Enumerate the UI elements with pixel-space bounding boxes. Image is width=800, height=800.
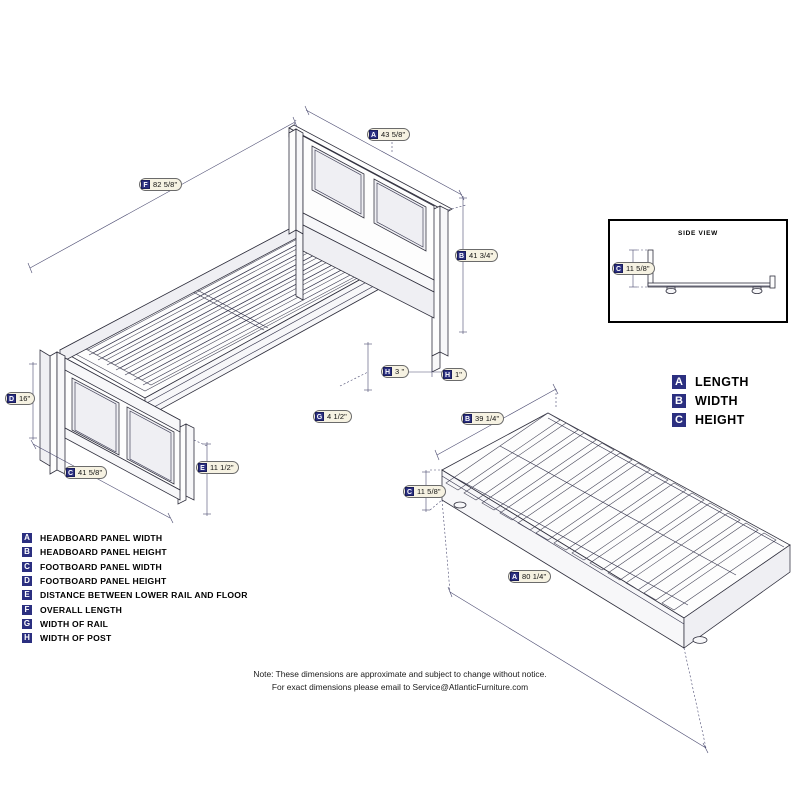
trundle-key-badge-a: A [672,374,686,389]
headboard [288,124,453,357]
footer-note-line1: Note: These dimensions are approximate a… [253,669,547,679]
legend-label-d: FOOTBOARD PANEL HEIGHT [40,576,167,587]
footer-note-line2: For exact dimensions please email to Ser… [271,681,529,692]
trundle-key-label-b: WIDTH [695,393,738,408]
legend-label-c: FOOTBOARD PANEL WIDTH [40,561,162,572]
trundle-key-badge-b: B [672,393,686,408]
side-view-title: SIDE VIEW [678,230,718,237]
legend-item-e: E DISTANCE BETWEEN LOWER RAIL AND FLOOR [22,588,248,602]
trundle-key-label-c: HEIGHT [695,412,745,427]
legend-label-b: HEADBOARD PANEL HEIGHT [40,547,167,558]
legend-badge-e: E [22,590,32,601]
dimension-value-c: 41 5/8" [78,468,103,477]
dimension-value-b: 41 3/4" [469,251,494,260]
trundle-caster [453,501,708,644]
legend-label-h: WIDTH OF POST [40,633,112,644]
legend-item-c: C FOOTBOARD PANEL WIDTH [22,560,248,574]
dimension-c-footboard-width: C 41 5/8" [64,466,108,479]
dimension-badge-a: A [369,130,378,139]
legend-label-e: DISTANCE BETWEEN LOWER RAIL AND FLOOR [40,590,248,601]
dimension-value-f: 82 5/8" [153,180,178,189]
dimension-badge-c-trundle: C [405,487,414,496]
legend-badge-h: H [22,633,32,644]
legend-badge-g: G [22,618,32,629]
dimension-badge-c-side: C [614,264,623,273]
dimension-a-trundle-length: A 80 1/4" [508,570,552,583]
caster-wheel [665,286,677,295]
dimension-lines-trundle [422,383,709,754]
legend-badge-a: A [22,533,32,544]
dimension-value-g: 4 1/2" [327,412,347,421]
trundle-key-item-b: B WIDTH [672,391,749,410]
dimension-d-footboard-height: D 16" [5,392,36,405]
trundle-key-item-a: A LENGTH [672,372,749,391]
dimension-value-h2: 1" [455,370,463,379]
dimension-f-overall-length: F 82 5/8" [139,178,183,191]
dimension-h-post-front: H 3 " [381,365,410,378]
dimension-badge-a-trundle: A [510,572,519,581]
footboard [49,351,195,505]
trundle-key-label-a: LENGTH [695,374,749,389]
dimension-badge-b-trundle: B [463,414,472,423]
dimension-value-a: 43 5/8" [381,130,406,139]
legend-item-d: D FOOTBOARD PANEL HEIGHT [22,574,248,588]
dimension-g-rail-width: G 4 1/2" [313,410,352,423]
caster-wheel [751,286,763,295]
dimension-badge-h1: H [383,367,392,376]
dimension-badge-e: E [198,463,207,472]
legend-badge-b: B [22,547,32,558]
dimension-value-h1: 3 " [395,367,405,376]
dimension-badge-g: G [315,412,324,421]
legend-item-f: F OVERALL LENGTH [22,602,248,616]
trundle-key-badge-c: C [672,412,686,427]
trundle-key: A LENGTH B WIDTH C HEIGHT [672,372,749,429]
dimension-a-headboard-width: A 43 5/8" [367,128,411,141]
dimension-b-headboard-height: B 41 3/4" [455,249,499,262]
dimension-value-e: 11 1/2" [210,463,234,472]
dimension-value-c-side: 11 5/8" [626,264,650,273]
dimension-badge-f: F [141,180,150,189]
dimension-badge-b: B [457,251,466,260]
dimension-lines-main [27,105,467,524]
headboard-post-bottom [431,351,441,373]
footer-note: Note: These dimensions are approximate a… [0,668,800,693]
dimension-e-rail-floor: E 11 1/2" [196,461,239,474]
dimension-value-d: 16" [19,394,31,403]
dimension-badge-d: D [7,394,16,403]
rear-post [39,349,51,467]
dimension-value-b-trundle: 39 1/4" [475,414,500,423]
legend-label-f: OVERALL LENGTH [40,604,123,615]
legend-item-g: G WIDTH OF RAIL [22,617,248,631]
dimension-value-c-trundle: 11 5/8" [417,487,441,496]
dimension-h-post-side: H 1" [441,368,468,381]
dimension-c-trundle-height: C 11 5/8" [403,485,446,498]
legend-label-a: HEADBOARD PANEL WIDTH [40,533,163,544]
trundle-body [441,412,791,649]
legend-item-a: A HEADBOARD PANEL WIDTH [22,531,248,545]
legend-badge-c: C [22,561,32,572]
dimension-legend: A HEADBOARD PANEL WIDTH B HEADBOARD PANE… [22,531,248,645]
dimension-c-side-view: C 11 5/8" [612,262,655,275]
dimension-badge-h2: H [443,370,452,379]
legend-label-g: WIDTH OF RAIL [40,618,109,629]
legend-badge-f: F [22,604,32,615]
legend-item-h: H WIDTH OF POST [22,631,248,645]
legend-item-b: B HEADBOARD PANEL HEIGHT [22,545,248,559]
legend-badge-d: D [22,576,32,587]
trundle-key-item-c: C HEIGHT [672,410,749,429]
dimension-value-a-trundle: 80 1/4" [522,572,547,581]
dimension-b-trundle-width: B 39 1/4" [461,412,505,425]
dimension-badge-c: C [66,468,75,477]
side-view-inset: SIDE VIEW [608,219,788,323]
